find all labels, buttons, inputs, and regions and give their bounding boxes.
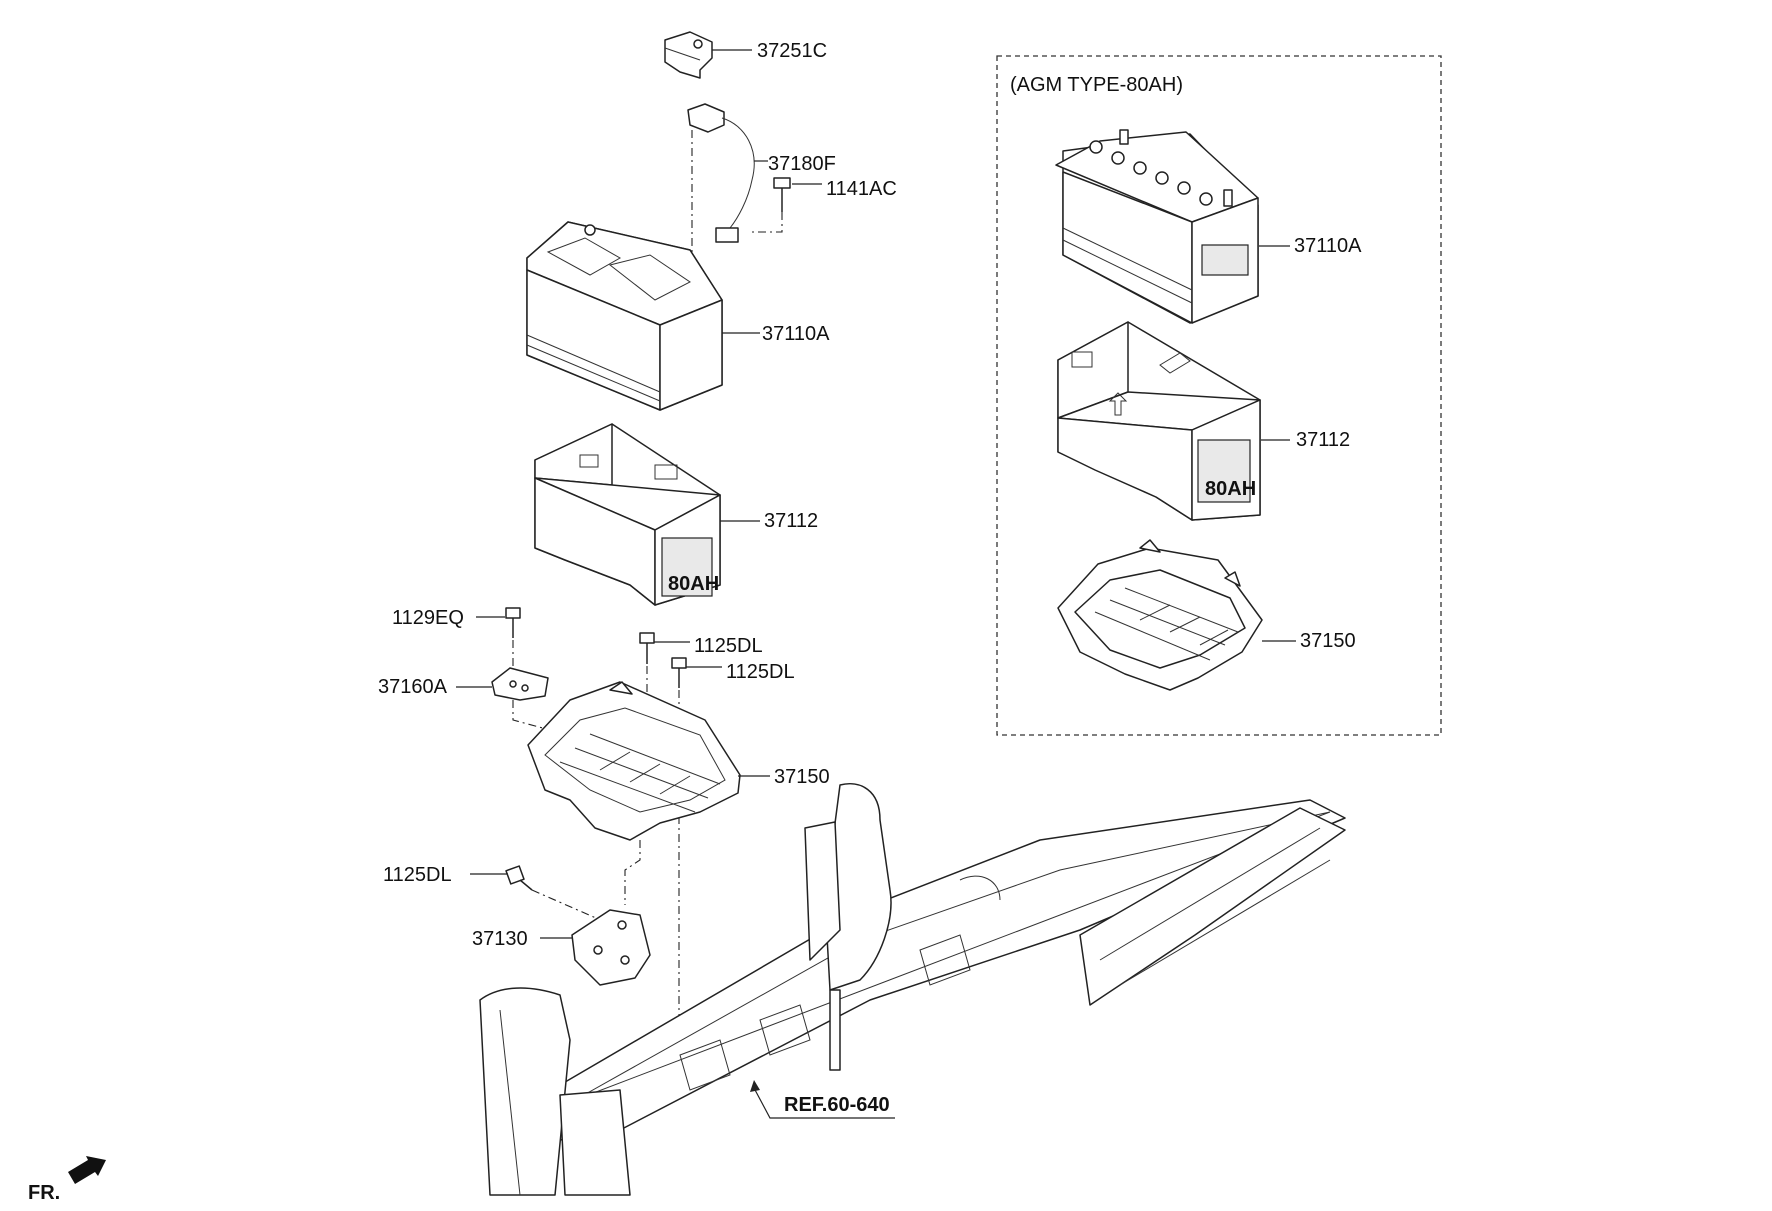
agm-label-37110a: 37110A xyxy=(1294,235,1362,257)
agm-bracket-37150[interactable] xyxy=(1057,539,1263,691)
label-37251c: 37251C xyxy=(757,40,827,62)
battery-cable-37180f[interactable] xyxy=(687,103,755,243)
agm-battery-37110a[interactable] xyxy=(1055,129,1259,324)
front-direction-marker: FR. xyxy=(28,1156,106,1204)
agm-tray-37112[interactable]: 80AH xyxy=(1057,321,1261,521)
agm-tray-marking: 80AH xyxy=(1205,478,1256,500)
dash-37150 xyxy=(624,840,641,905)
bolt-1125dl-c[interactable] xyxy=(505,865,533,891)
agm-label-37112: 37112 xyxy=(1296,429,1350,451)
dash-1141ac xyxy=(752,212,783,233)
label-37180f: 37180F xyxy=(768,153,836,175)
agm-type-panel: (AGM TYPE-80AH) 37110A 80AH xyxy=(996,55,1442,736)
bolt-1125dl-b[interactable] xyxy=(671,657,687,688)
ref-arrowhead xyxy=(750,1080,760,1092)
terminal-cover-37251c[interactable] xyxy=(664,31,713,79)
ref-label[interactable]: REF.60-640 xyxy=(784,1094,890,1116)
label-1129eq: 1129EQ xyxy=(392,607,464,629)
tray-marking: 80AH xyxy=(668,573,719,595)
agm-label-37150: 37150 xyxy=(1300,630,1356,652)
clamp-37160a[interactable] xyxy=(491,667,549,701)
mount-bracket-37130[interactable] xyxy=(571,909,651,986)
bolt-1129eq[interactable] xyxy=(505,607,521,638)
battery-tray-37112[interactable]: 80AH xyxy=(534,423,721,606)
chassis-structure xyxy=(479,783,1346,1196)
label-1125dl-b: 1125DL xyxy=(726,661,795,683)
dash-1125dl-c xyxy=(531,889,606,923)
battery-bracket-37150[interactable] xyxy=(527,681,741,841)
leader-ref xyxy=(753,1087,895,1119)
front-arrow-icon xyxy=(68,1156,106,1184)
label-1125dl-a: 1125DL xyxy=(694,635,763,657)
label-1141ac: 1141AC xyxy=(826,178,897,200)
label-1125dl-c: 1125DL xyxy=(383,864,452,886)
label-37110a: 37110A xyxy=(762,323,830,345)
label-37112: 37112 xyxy=(764,510,818,532)
agm-panel-frame xyxy=(996,55,1442,736)
label-37130: 37130 xyxy=(472,928,528,950)
dash-37160a xyxy=(512,700,551,731)
front-label: FR. xyxy=(28,1182,60,1204)
label-37150: 37150 xyxy=(774,766,830,788)
bolt-1125dl-a[interactable] xyxy=(639,632,655,664)
battery-37110a[interactable] xyxy=(526,221,723,411)
bolt-1141ac[interactable] xyxy=(773,177,791,212)
agm-panel-title: (AGM TYPE-80AH) xyxy=(1010,74,1183,96)
label-37160a: 37160A xyxy=(378,676,448,698)
